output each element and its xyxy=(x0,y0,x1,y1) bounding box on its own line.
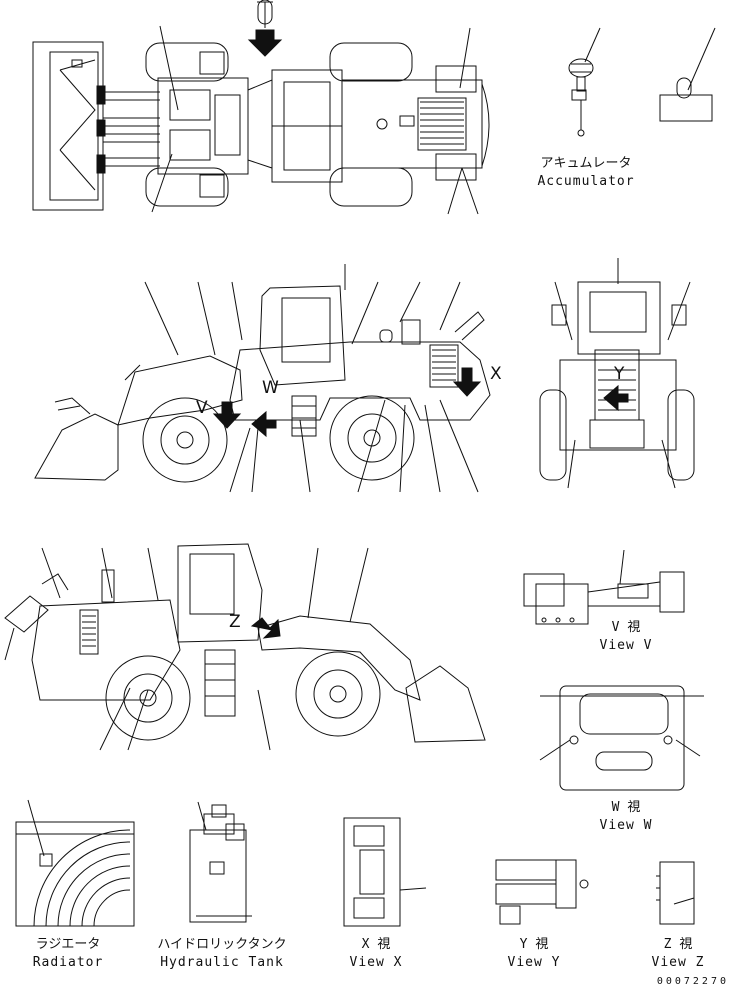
rear-view xyxy=(540,258,694,488)
view-w-label-en: View W xyxy=(599,818,653,833)
radiator-label-jp: ラジエータ xyxy=(35,937,101,952)
view-x-label-en: View X xyxy=(349,955,403,970)
hydraulic-tank-label-en: Hydraulic Tank xyxy=(160,955,284,970)
left-side-view xyxy=(35,264,490,492)
accumulator-label-en: Accumulator xyxy=(537,174,635,189)
view-w-label-jp: W 視 xyxy=(611,800,641,815)
radiator-label-en: Radiator xyxy=(32,955,104,970)
view-x-detail xyxy=(344,818,426,926)
view-z-label-en: View Z xyxy=(651,955,705,970)
view-v-label-jp: V 視 xyxy=(611,620,641,635)
hydraulic-tank-label-jp: ハイドロリックタンク xyxy=(157,937,287,952)
view-v-detail xyxy=(524,550,684,624)
view-z-marker: Z xyxy=(229,612,241,632)
view-y-label-en: View Y xyxy=(507,955,561,970)
accumulator-detail xyxy=(569,28,715,136)
view-v-marker: V xyxy=(196,398,208,418)
hydraulic-tank-detail xyxy=(190,802,252,922)
view-z-detail xyxy=(656,862,694,924)
view-x-marker: X xyxy=(490,364,502,384)
view-v-label-en: View V xyxy=(599,638,653,653)
view-y-label-jp: Y 視 xyxy=(519,937,549,952)
view-y-detail xyxy=(496,860,588,924)
accumulator-label-jp: アキュムレータ xyxy=(540,156,632,171)
radiator-detail xyxy=(16,800,134,926)
view-x-label-jp: X 視 xyxy=(361,937,391,952)
view-w-marker: W xyxy=(262,378,279,398)
view-z-label-jp: Z 視 xyxy=(663,937,693,952)
top-view xyxy=(33,0,489,214)
right-side-view xyxy=(5,544,485,750)
view-y-marker: Y xyxy=(614,364,625,384)
document-number: 00072270 xyxy=(656,976,729,987)
view-w-detail xyxy=(540,686,704,790)
